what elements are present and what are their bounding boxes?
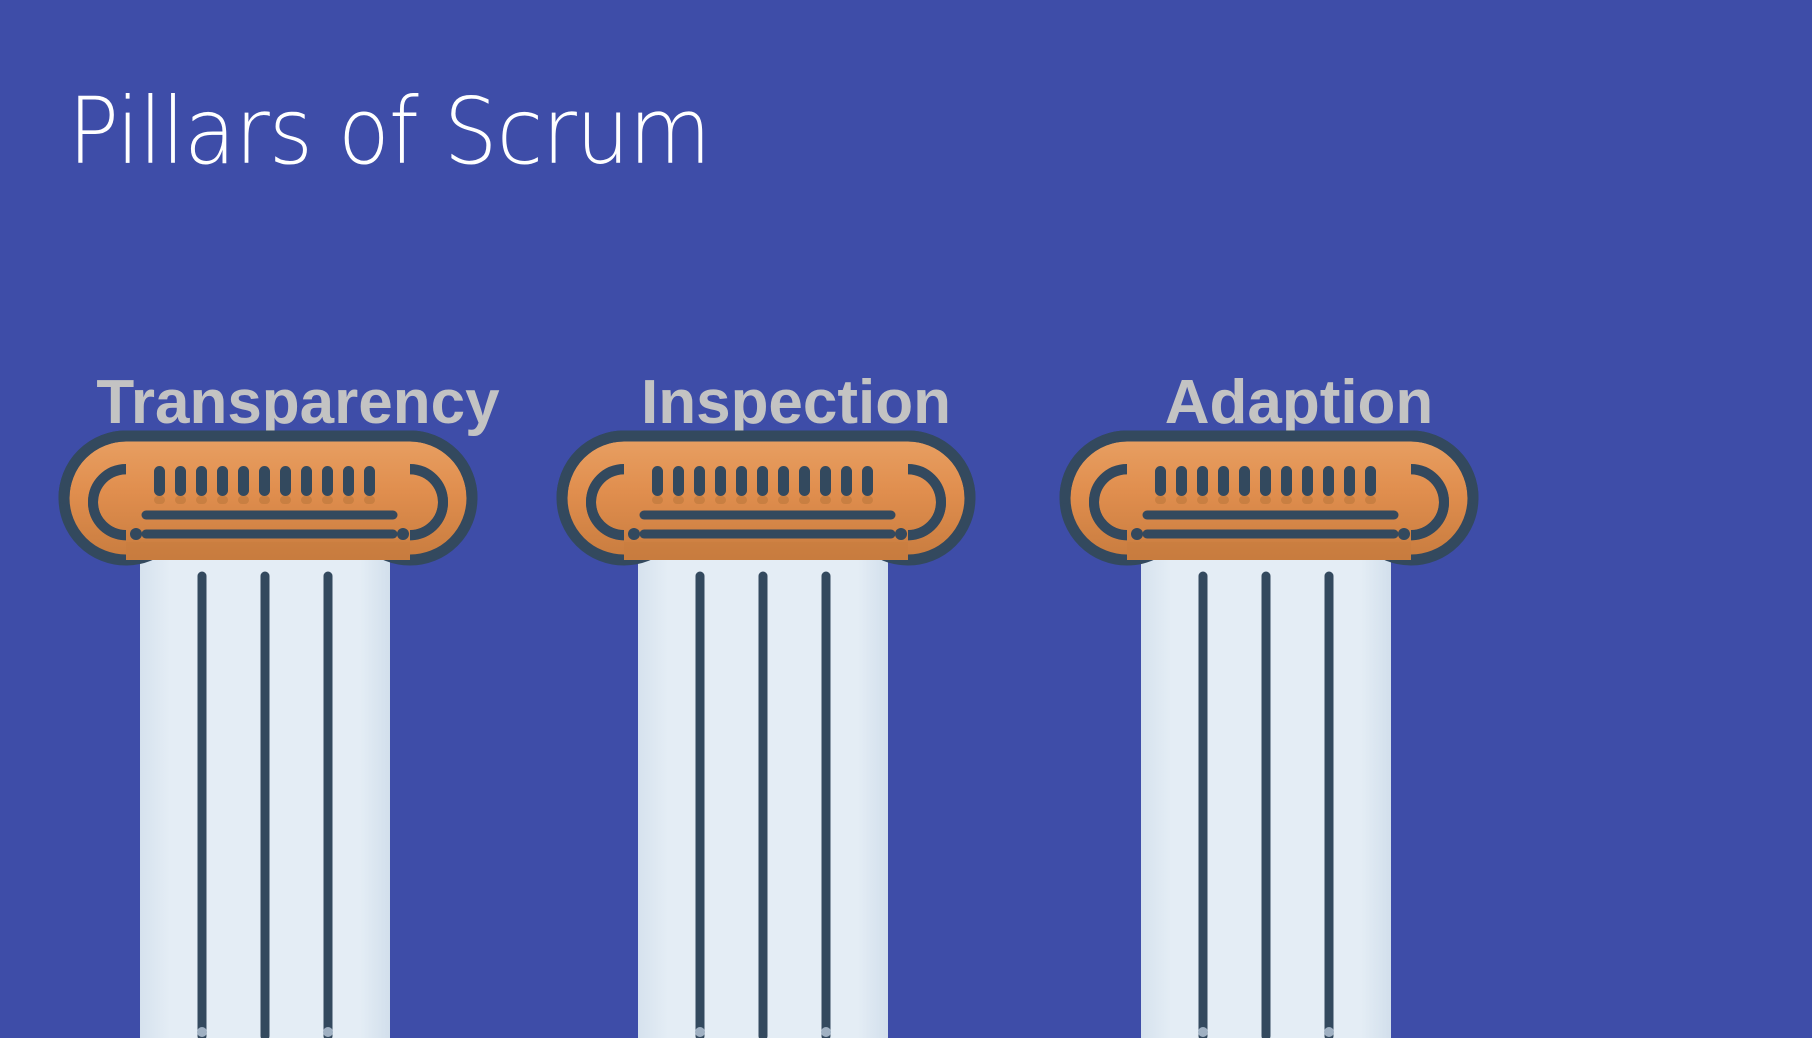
page-title: Pillars of Scrum [68,78,711,185]
pillar-transparency: Transparency [18,372,578,1038]
pillar-label: Adaption [1164,368,1434,437]
pillar-adaption: Adaption [1019,372,1579,1038]
pillar-inspection: Inspection [516,372,1076,1038]
pillar-label: Inspection [640,368,952,437]
ionic-column-icon [18,424,578,1038]
ionic-column-icon [516,424,1076,1038]
ionic-column-icon [1019,424,1579,1038]
pillar-label: Transparency [96,368,500,437]
